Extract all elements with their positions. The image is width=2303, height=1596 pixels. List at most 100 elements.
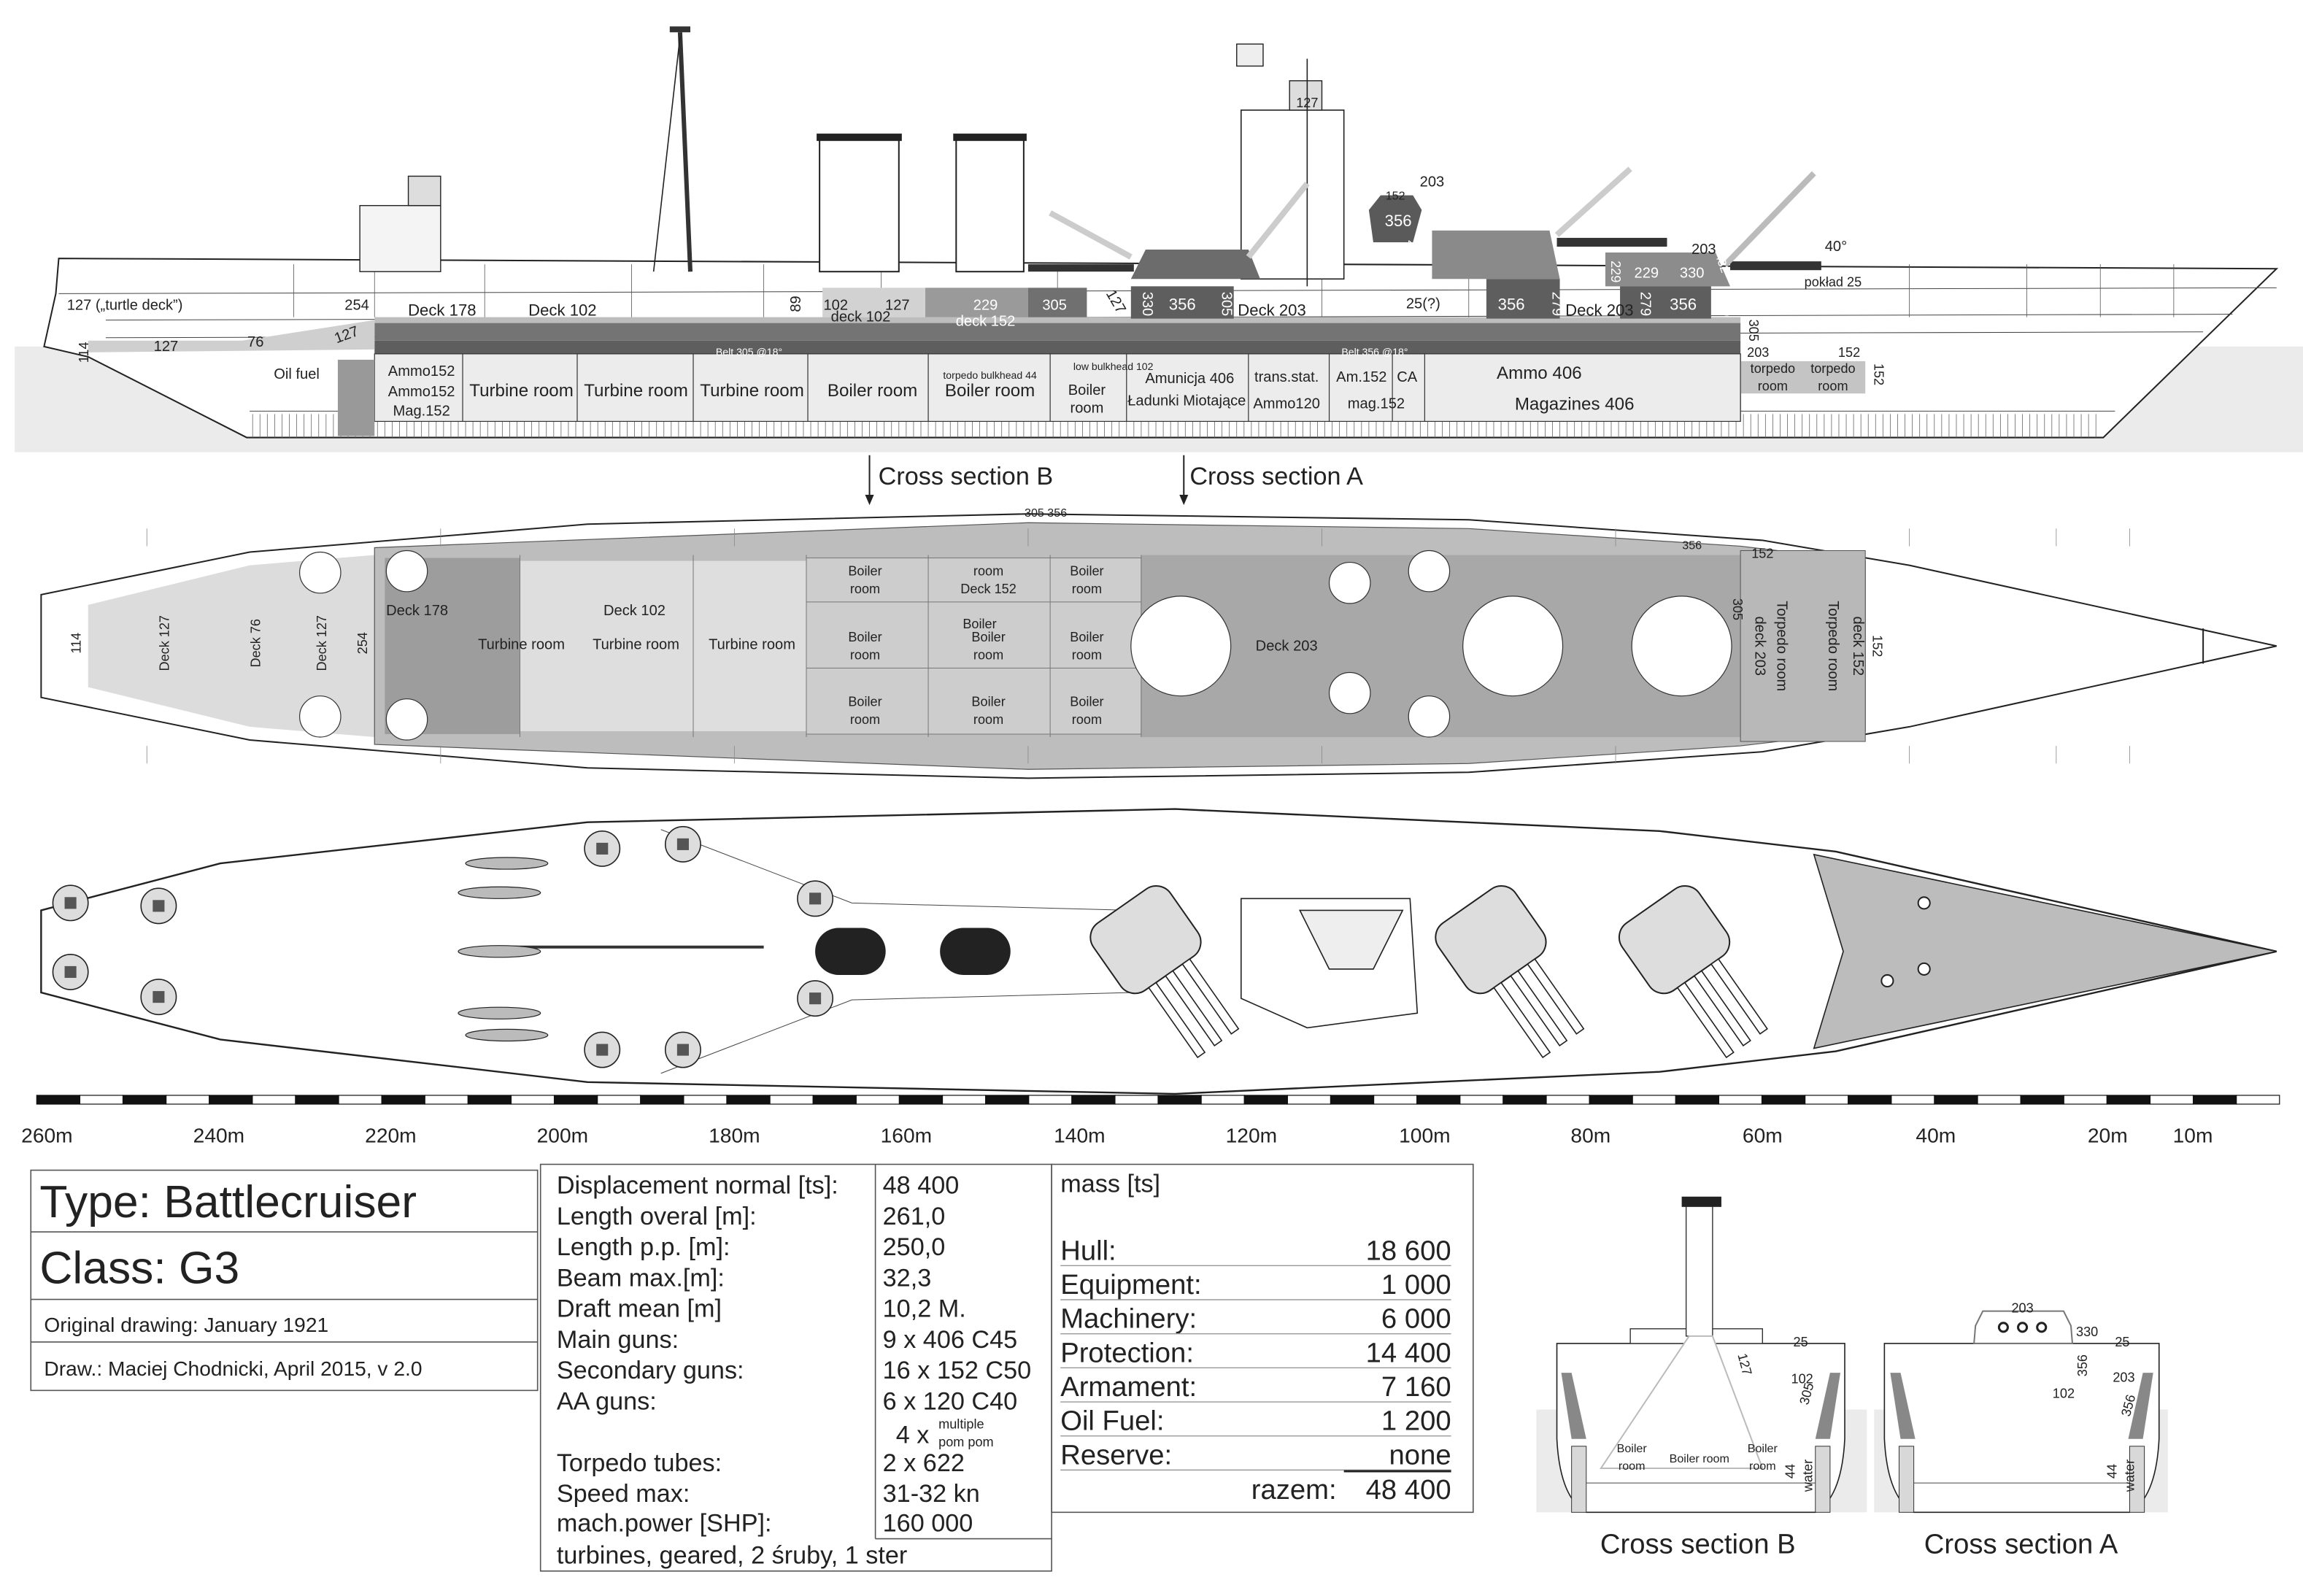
conning-tower [1368,195,1422,242]
side-profile-label: 330 [1718,292,1734,317]
aft-turtle-deck [88,320,375,352]
armor-plan-label: 114 [69,633,84,654]
aa-extra-note-1: multiple [938,1417,984,1432]
scale-segment [295,1095,339,1105]
side-profile-label: 203 [1747,345,1769,360]
scale-segment [812,1095,857,1105]
cross-section-a-title: Cross section A [1924,1529,2118,1560]
scale-tick-label: 80m [1570,1123,1610,1146]
armor-plan-label: Turbine room [478,636,565,652]
side-profile-label: 229 [1608,261,1623,282]
scale-segment [2106,1095,2151,1105]
side-profile-label: 127 [1296,96,1318,110]
cross-section-b-label: Boiler [1617,1442,1648,1455]
scale-tick-label: 120m [1226,1123,1277,1146]
armor-plan-label: Deck 102 [603,603,666,619]
scale-segment [36,1095,81,1105]
side-profile-label: Boiler room [828,381,917,401]
funnel-aft [819,139,900,273]
director-127 [1289,80,1323,111]
barbette-circle [298,695,342,738]
side-profile-label: 203 [1420,174,1445,190]
scale-segment [2063,1095,2107,1105]
scale-segment [1114,1095,1159,1105]
mass-label: Machinery: [1060,1303,1197,1335]
cross-section-a-label: water [2123,1460,2137,1492]
armor-plan-label: deck 152 [1850,616,1866,676]
armor-plan-label: deck 203 [1751,616,1767,676]
side-profile-label: Mag.152 [393,403,450,419]
side-profile-label: 40° [1825,239,1847,255]
armor-plan-label: Deck 127 [157,615,171,671]
side-profile-label: Boiler [1068,382,1106,398]
deck-armor-midships [822,288,926,317]
armor-plan-label: Boiler [971,695,1005,709]
side-profile-label: 305 [1468,292,1484,317]
side-profile-label: 127 [885,298,910,314]
scale-segment [1805,1095,1849,1105]
scale-tick-label: 40m [1916,1123,1956,1146]
barbette-circle [1328,561,1371,604]
armor-plan-label: 305 356 [1025,506,1067,520]
mass-total-value: 48 400 [1366,1474,1451,1506]
cross-section-b-title: Cross section B [1600,1529,1796,1560]
side-profile-label: 203 [1691,242,1716,258]
armor-plan-label: Torpedo room [1825,601,1841,691]
spec-label: Length p.p. [m]: [557,1233,730,1261]
mast-top [669,26,690,33]
side-profile-label: 102 [823,298,848,314]
side-profile-label: 229 [1635,265,1659,281]
side-profile-label: room [1071,400,1104,416]
barbette-b [1486,279,1560,319]
side-profile-label: Turbine room [700,381,804,401]
original-drawing-date: Original drawing: January 1921 [44,1313,328,1336]
scale-segment [467,1095,512,1105]
scale-segment [338,1095,382,1105]
spec-label: Secondary guns: [557,1357,744,1384]
turret-a [1130,250,1260,280]
anchor-hawse-icon [1880,974,1894,988]
side-profile-label: Amunicja 406 [1145,371,1234,387]
funnel-section [1685,1203,1713,1337]
oil-fuel-hatch [337,359,375,436]
armored-citadel-deck [374,317,1741,323]
scale-segment [1675,1095,1720,1105]
scale-segment [855,1095,900,1105]
side-profile-label: 279 [1637,292,1653,317]
spec-label: Main guns: [557,1326,679,1354]
side-profile-label: deck 102 [831,309,891,325]
spec-value: 9 x 406 C45 [883,1326,1017,1354]
scale-segment [941,1095,987,1105]
armor-plan-label: Boiler [848,564,882,579]
mass-value: none [1389,1439,1451,1470]
funnel-fore [955,139,1025,273]
side-profile-label: Magazines 406 [1515,394,1635,414]
side-profile-label: 356 [1670,296,1697,314]
barbette-circle [1631,595,1732,697]
side-profile-label: 279 [1548,292,1565,317]
scale-segment [1848,1095,1892,1105]
spec-value: 10,2 M. [883,1295,966,1323]
scale-tick-label: 100m [1399,1123,1450,1146]
scale-segment [1243,1095,1288,1105]
armor-plan-label: room [850,582,880,596]
barbette-circle [298,551,342,594]
scale-tick-label: 220m [365,1123,416,1146]
armor-plan-label: Deck 127 [315,615,329,671]
scale-segment [2020,1095,2064,1105]
side-profile-label: trans.stat. [1254,369,1319,385]
side-profile-label: Belt 305 @18° [716,346,782,358]
turret-c-barrel [1730,261,1821,271]
cross-section-b-label: room [1619,1460,1646,1473]
section-markers: Cross section B Cross section A [865,455,1363,506]
side-profile-label: Ammo 406 [1497,363,1582,383]
spec-value: 2 x 622 [883,1449,965,1477]
armor-plan-label: room [973,712,1003,727]
scale-segment [1028,1095,1073,1105]
scale-segment [985,1095,1030,1105]
turret-b-barrel [1556,237,1667,247]
spec-label: Speed max: [557,1480,690,1508]
cross-section-a-label: 203 [2113,1370,2134,1384]
scale-tick-label: 160m [881,1123,932,1146]
